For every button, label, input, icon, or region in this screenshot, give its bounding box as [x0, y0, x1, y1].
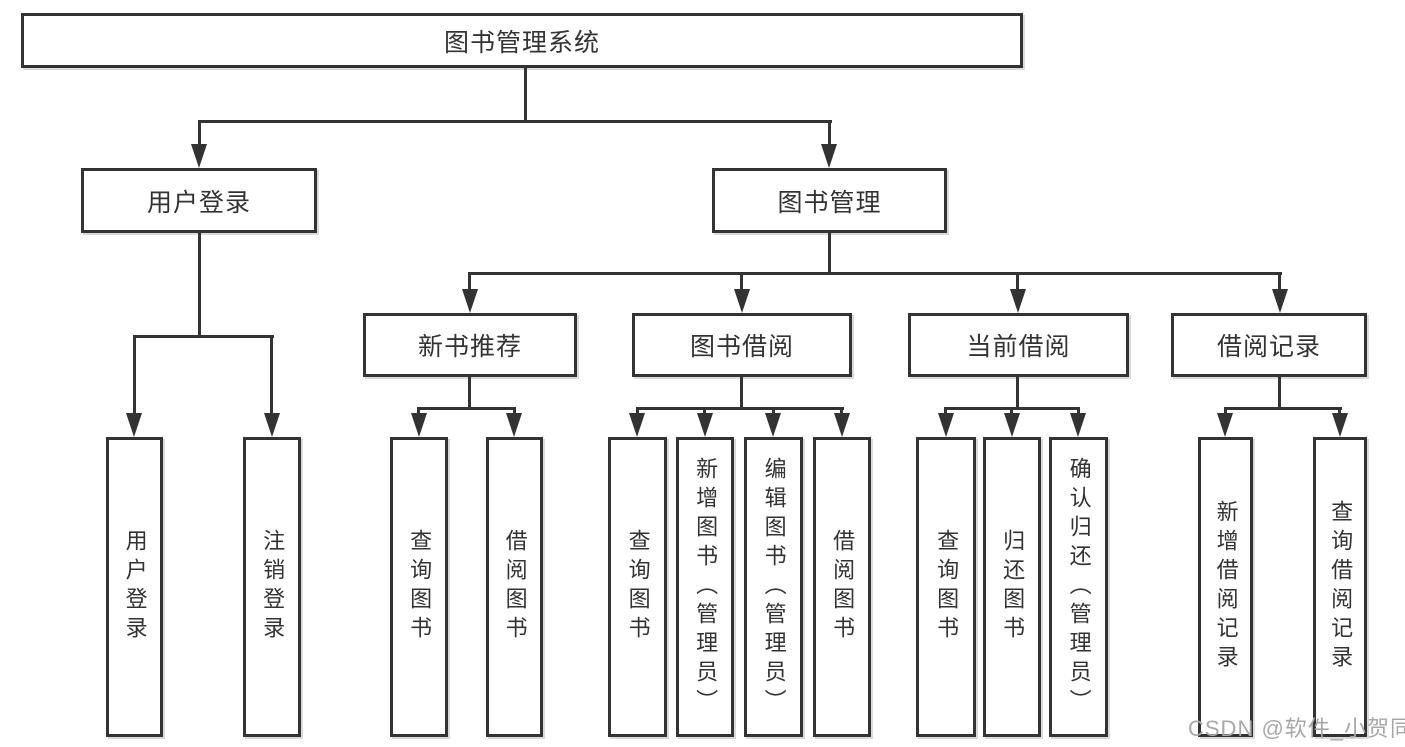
leaf-logout: 注销登录 — [243, 437, 301, 737]
arrow-down-icon — [629, 413, 645, 437]
leaf-label: 借阅图书 — [830, 529, 856, 645]
arrow-down-icon — [126, 413, 142, 437]
connector-hline — [198, 120, 832, 123]
arrow-down-icon — [1332, 413, 1348, 437]
node-label: 当前借阅 — [966, 333, 1071, 361]
arrow-down-icon — [1217, 413, 1233, 437]
connector-hline — [133, 335, 274, 338]
node-user-login: 用户登录 — [81, 168, 317, 233]
leaf-query-books: 查询图书 — [916, 437, 976, 737]
leaf-label: 编辑图书（管理员） — [761, 456, 787, 718]
node-label: 图书借阅 — [689, 333, 794, 361]
leaf-label: 查询借阅记录 — [1328, 500, 1354, 674]
connector-vline — [270, 335, 273, 415]
arrow-down-icon — [765, 413, 781, 437]
leaf-borrow-books: 借阅图书 — [486, 437, 543, 737]
connector-vline — [840, 407, 843, 415]
leaf-query-borrow-record: 查询借阅记录 — [1313, 437, 1367, 737]
leaf-return-books: 归还图书 — [983, 437, 1041, 737]
connector-vline — [703, 407, 706, 415]
leaf-borrow-books: 借阅图书 — [813, 437, 871, 737]
leaf-add-books-admin: 新增图书（管理员） — [676, 437, 734, 737]
connector-vline — [828, 120, 831, 148]
leaf-label: 确认归还（管理员） — [1066, 456, 1092, 718]
connector-hline — [417, 407, 516, 410]
arrow-down-icon — [462, 289, 478, 313]
arrow-down-icon — [1010, 289, 1026, 313]
connector-vline — [1278, 377, 1281, 407]
arrow-down-icon — [191, 144, 207, 168]
leaf-confirm-return-admin: 确认归还（管理员） — [1049, 437, 1108, 737]
leaf-label: 新增图书（管理员） — [693, 456, 719, 718]
node-book-management: 图书管理 — [712, 168, 947, 233]
arrow-down-icon — [411, 413, 427, 437]
arrow-down-icon — [1070, 413, 1086, 437]
connector-vline — [513, 407, 516, 415]
node-current-borrow: 当前借阅 — [908, 313, 1129, 377]
arrow-down-icon — [506, 413, 522, 437]
connector-vline — [468, 272, 471, 290]
leaf-label: 查询图书 — [934, 529, 960, 645]
connector-vline — [468, 377, 471, 407]
leaf-label: 查询图书 — [625, 529, 651, 645]
connector-vline — [1224, 407, 1227, 415]
leaf-edit-books-admin: 编辑图书（管理员） — [744, 437, 803, 737]
node-new-book-recommend: 新书推荐 — [363, 313, 577, 377]
connector-vline — [772, 407, 775, 415]
arrow-down-icon — [264, 413, 280, 437]
connector-vline — [740, 272, 743, 290]
connector-vline — [198, 233, 201, 335]
leaf-add-borrow-record: 新增借阅记录 — [1198, 437, 1253, 737]
node-library-system: 图书管理系统 — [21, 13, 1023, 68]
node-label: 图书管理 — [777, 188, 882, 217]
arrow-down-icon — [1272, 289, 1288, 313]
connector-vline — [828, 233, 831, 272]
arrow-down-icon — [734, 289, 750, 313]
connector-vline — [944, 407, 947, 415]
connector-vline — [1016, 377, 1019, 407]
leaf-label: 用户登录 — [122, 529, 148, 645]
leaf-label: 借阅图书 — [502, 529, 528, 645]
leaf-user-login: 用户登录 — [106, 437, 163, 737]
arrow-down-icon — [834, 413, 850, 437]
connector-vline — [1010, 407, 1013, 415]
node-label: 用户登录 — [146, 188, 251, 217]
arrow-down-icon — [821, 144, 837, 168]
connector-hline — [636, 407, 844, 410]
connector-vline — [417, 407, 420, 415]
connector-hline — [468, 272, 1282, 275]
node-label: 图书管理系统 — [443, 28, 600, 57]
connector-vline — [198, 120, 201, 148]
connector-vline — [133, 335, 136, 415]
leaf-label: 新增借阅记录 — [1213, 500, 1239, 674]
leaf-query-books: 查询图书 — [608, 437, 667, 737]
connector-vline — [1016, 272, 1019, 290]
node-label: 借阅记录 — [1216, 333, 1321, 361]
csdn-watermark: CSDN @软件_小贺同学 — [1188, 716, 1405, 741]
connector-vline — [1338, 407, 1341, 415]
leaf-label: 注销登录 — [260, 529, 286, 645]
connector-hline — [1224, 407, 1342, 410]
connector-vline — [740, 377, 743, 407]
node-borrow-records: 借阅记录 — [1171, 313, 1367, 377]
arrow-down-icon — [697, 413, 713, 437]
leaf-query-books: 查询图书 — [390, 437, 448, 737]
connector-vline — [1278, 272, 1281, 290]
connector-vline — [1077, 407, 1080, 415]
arrow-down-icon — [938, 413, 954, 437]
connector-vline — [524, 68, 527, 120]
connector-vline — [636, 407, 639, 415]
leaf-label: 归还图书 — [1000, 529, 1026, 645]
leaf-label: 查询图书 — [407, 529, 433, 645]
node-book-borrow: 图书借阅 — [632, 313, 852, 377]
node-label: 新书推荐 — [417, 333, 522, 361]
arrow-down-icon — [1004, 413, 1020, 437]
